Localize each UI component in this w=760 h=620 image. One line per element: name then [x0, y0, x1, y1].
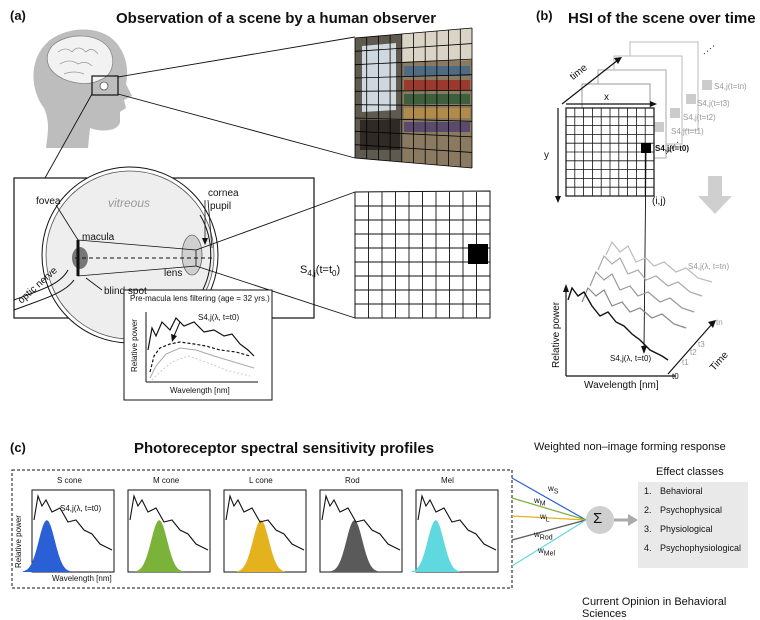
response-title: Weighted non–image forming response — [534, 441, 726, 453]
time-tick-3: t3 — [698, 340, 705, 349]
label-fovea: fovea — [36, 196, 61, 207]
panel-b-label: (b) — [536, 8, 553, 23]
effect-class-item: 2.Psychophysical — [644, 505, 723, 515]
effect-class-item: 1.Behavioral — [644, 486, 703, 496]
inset-curve-label: S4,j(λ, t=t0) — [198, 313, 240, 322]
axis-x: x — [604, 92, 609, 103]
photo-grid-line — [354, 130, 473, 138]
label-macula: macula — [82, 232, 115, 243]
b-xlabel: Wavelength [nm] — [584, 380, 659, 391]
grid-label: S4,j(t=t0) — [300, 264, 341, 279]
pixel-label: (i,j) — [652, 196, 666, 207]
weight-label: wRod — [534, 530, 553, 542]
panel-c-label: (c) — [10, 440, 26, 455]
down-arrow-icon — [698, 176, 732, 214]
head-silhouette — [33, 29, 133, 148]
effect-class-item: 3.Physiological — [644, 524, 713, 534]
panel-c-title: Photoreceptor spectral sensitivity profi… — [134, 440, 435, 457]
sensitivity-curve — [22, 520, 71, 572]
spectrum-curve — [321, 493, 401, 551]
weight-line — [511, 519, 587, 567]
spectrum-curve — [417, 493, 497, 551]
c-curve-label: S4,j(λ, t=t0) — [60, 504, 102, 513]
time-tick-1: t1 — [682, 358, 689, 367]
photo-grid-line — [354, 89, 473, 92]
photo-grid-line — [354, 157, 473, 169]
photo-grid-line — [354, 27, 473, 39]
hsi-cube — [555, 41, 717, 203]
spectrum-label-back: S4,j(λ, t=tn) — [688, 262, 730, 271]
weight-line — [511, 515, 587, 521]
label-lens: lens — [164, 268, 183, 279]
frame-label-3: S4,j(t=t3) — [697, 99, 730, 108]
time-tick-4: tn — [716, 318, 723, 327]
b-ylabel: Relative power — [551, 301, 562, 368]
sensitivity-curve — [135, 520, 184, 572]
sum-node — [586, 506, 614, 534]
weight-line — [511, 497, 587, 521]
panel-a-title: Observation of a scene by a human observ… — [116, 10, 437, 27]
inset-title: Pre-macula lens filtering (age = 32 yrs.… — [130, 294, 270, 303]
photo-grid-line — [354, 74, 473, 79]
photo-grid-line — [354, 104, 473, 107]
weight-line — [511, 477, 587, 521]
spectra-over-time — [563, 240, 716, 377]
profile-name: Rod — [345, 476, 360, 485]
wireframe-grid — [354, 190, 491, 319]
profile-name: L cone — [249, 476, 273, 485]
scene-photo — [354, 27, 473, 169]
time-tick-0: t0 — [672, 372, 679, 381]
spectrum-label-front: S4,j(λ, t=t0) — [610, 354, 652, 363]
weight-line — [511, 519, 587, 541]
spectrum-curve — [129, 493, 209, 551]
frame-label-0: S4,j(t=t0) — [655, 144, 690, 153]
effect-class-item: 4.Psychophysiological — [644, 543, 742, 553]
profile-name: Mel — [441, 476, 454, 485]
photo-grid-line — [354, 144, 473, 153]
weight-label: wMel — [538, 546, 556, 558]
frame-label-2: S4,j(t=t2) — [683, 113, 716, 122]
frame-label-1: S4,j(t=t1) — [671, 127, 704, 136]
c-ylabel: Relative power — [14, 515, 23, 568]
effect-classes-box — [638, 482, 748, 568]
inset-plot — [145, 312, 258, 383]
profile-name: S cone — [57, 476, 82, 485]
inset-ylabel: Relative power — [130, 319, 139, 372]
sensitivity-curve — [330, 520, 379, 572]
weight-label: wM — [534, 496, 546, 508]
panel-a-label: (a) — [10, 8, 26, 23]
credit: Current Opinion in Behavioral Sciences — [582, 596, 727, 620]
time-tick-2: t2 — [690, 348, 697, 357]
inset-xlabel: Wavelength [nm] — [170, 386, 230, 395]
axis-y: y — [544, 150, 549, 161]
frame-label-4: S4,j(t=tn) — [714, 82, 747, 91]
weight-label: wL — [540, 512, 550, 524]
spectrum-curve — [33, 493, 113, 551]
photo-grid-line — [354, 58, 473, 66]
effect-classes-title: Effect classes — [656, 466, 724, 478]
sum-symbol: Σ — [593, 510, 603, 527]
sensitivity-curve — [411, 520, 460, 572]
label-blind-spot: blind spot — [104, 286, 147, 297]
sensitivity-curve — [236, 520, 285, 572]
panel-b-title: HSI of the scene over time — [568, 10, 756, 27]
label-pupil: pupil — [210, 201, 232, 212]
weight-label: wS — [548, 484, 559, 496]
spectrum-curve — [225, 493, 305, 551]
c-xlabel: Wavelength [nm] — [52, 574, 112, 583]
profile-name: M cone — [153, 476, 180, 485]
photo-grid-line — [354, 117, 473, 122]
label-cornea: cornea — [208, 188, 239, 199]
label-vitreous: vitreous — [108, 196, 151, 210]
photo-grid-line — [354, 43, 473, 52]
